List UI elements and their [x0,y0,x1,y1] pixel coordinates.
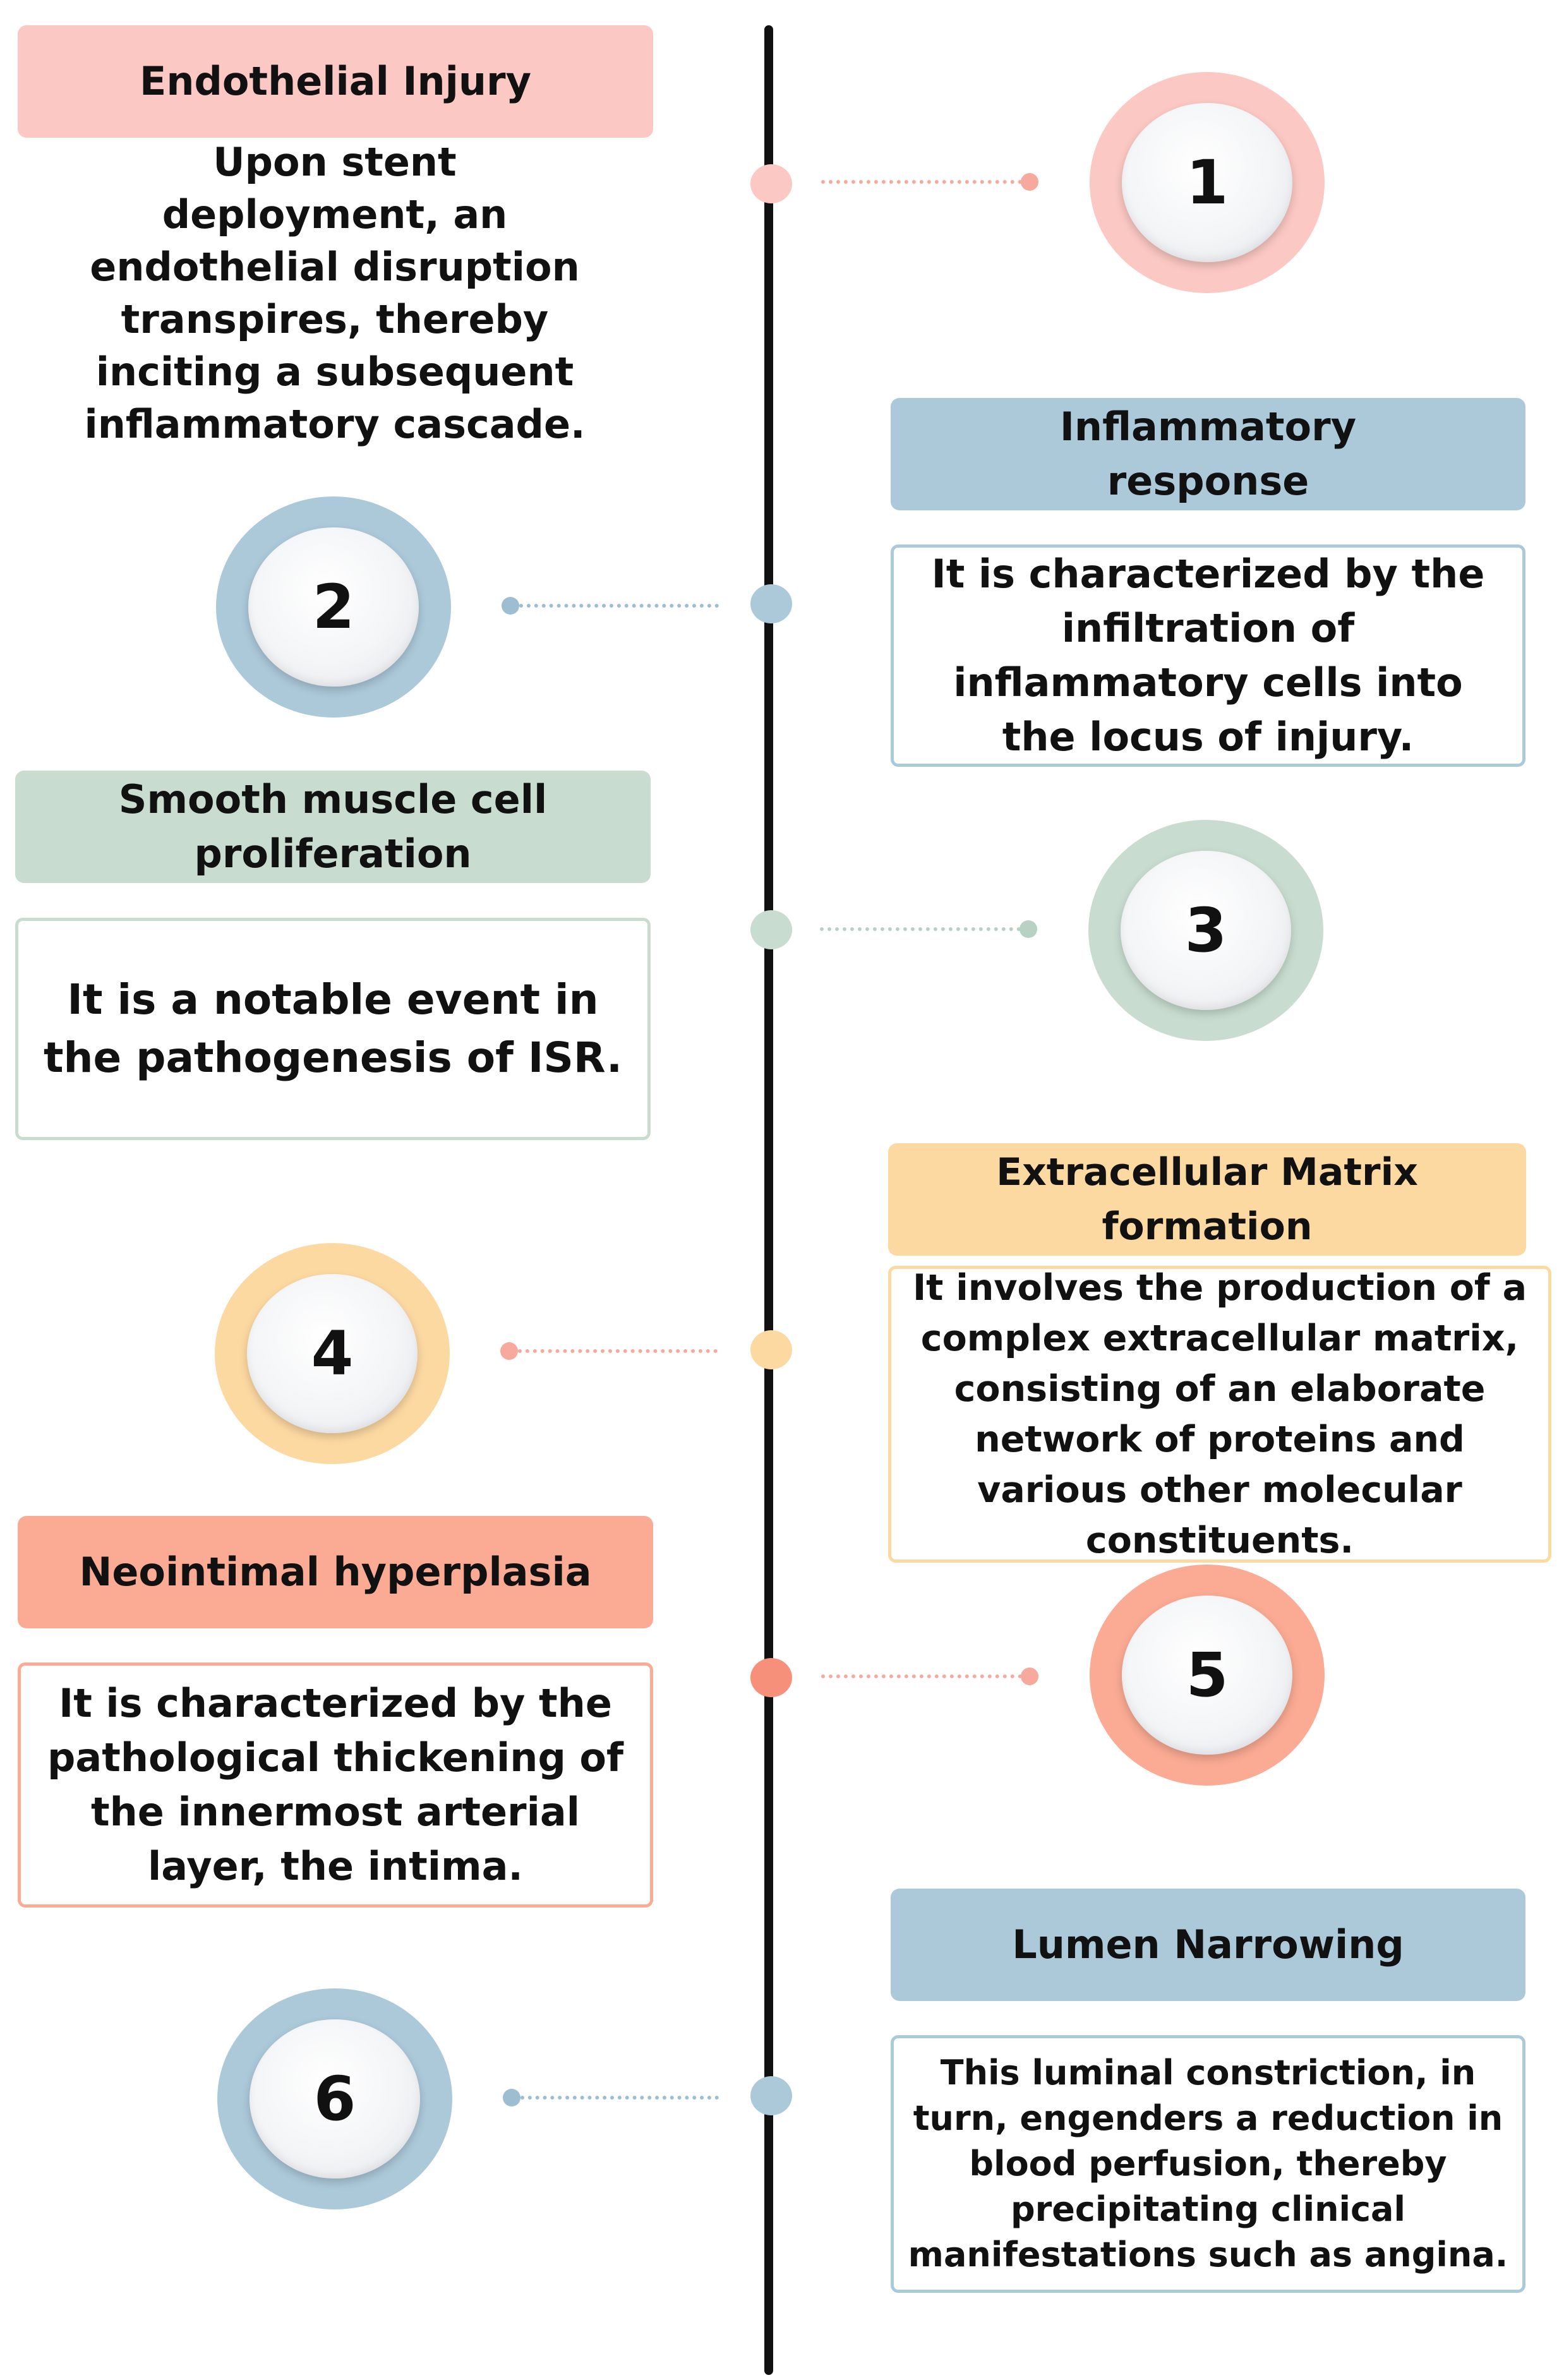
step-4-connector-dot [500,1342,518,1360]
step-4-description: It involves the production of a complex … [888,1266,1551,1563]
step-3-badge: 3 [1088,820,1323,1041]
step-3-node [750,910,792,949]
step-4-number: 4 [247,1274,418,1433]
step-1-number: 1 [1122,103,1292,262]
step-2-description: It is characterized by the infiltration … [891,544,1525,767]
step-3-number: 3 [1121,851,1291,1010]
step-4-title: Extracellular Matrix formation [888,1143,1526,1256]
step-3-title: Smooth muscle cell proliferation [15,771,651,883]
step-5-description: It is characterized by the pathological … [18,1662,653,1908]
step-1-title: Endothelial Injury [18,25,653,138]
step-2-title: Inflammatory response [891,398,1525,510]
step-2-connector-dot [502,597,519,615]
step-5-title: Neointimal hyperplasia [18,1516,653,1628]
step-5-connector [821,1674,1030,1678]
timeline-line [764,25,773,2375]
step-4-node [750,1330,792,1369]
step-6-node [750,2076,792,2115]
step-1-badge: 1 [1090,72,1325,293]
step-2-number: 2 [248,527,419,687]
step-6-number: 6 [250,2019,420,2179]
step-3-connector [820,927,1028,931]
step-6-title: Lumen Narrowing [891,1889,1525,2001]
step-5-connector-dot [1021,1668,1038,1685]
step-6-connector [520,2096,719,2100]
step-2-badge: 2 [216,496,451,718]
step-3-description: It is a notable event in the pathogenesi… [15,918,651,1140]
step-5-badge: 5 [1090,1565,1325,1786]
step-4-badge: 4 [215,1243,450,1464]
step-2-connector [519,604,719,608]
step-3-connector-dot [1020,920,1037,938]
step-1-node [750,164,792,203]
step-5-number: 5 [1122,1596,1292,1755]
step-1-connector-dot [1021,173,1038,191]
step-6-badge: 6 [217,1988,452,2209]
step-4-connector [518,1349,718,1353]
step-2-node [750,584,792,623]
step-1-description: Upon stent deployment, an endothelial di… [84,139,586,447]
step-6-connector-dot [503,2089,520,2107]
step-6-description: This luminal constriction, in turn, enge… [891,2035,1525,2293]
step-5-node [750,1658,792,1697]
step-1-connector [821,180,1030,184]
